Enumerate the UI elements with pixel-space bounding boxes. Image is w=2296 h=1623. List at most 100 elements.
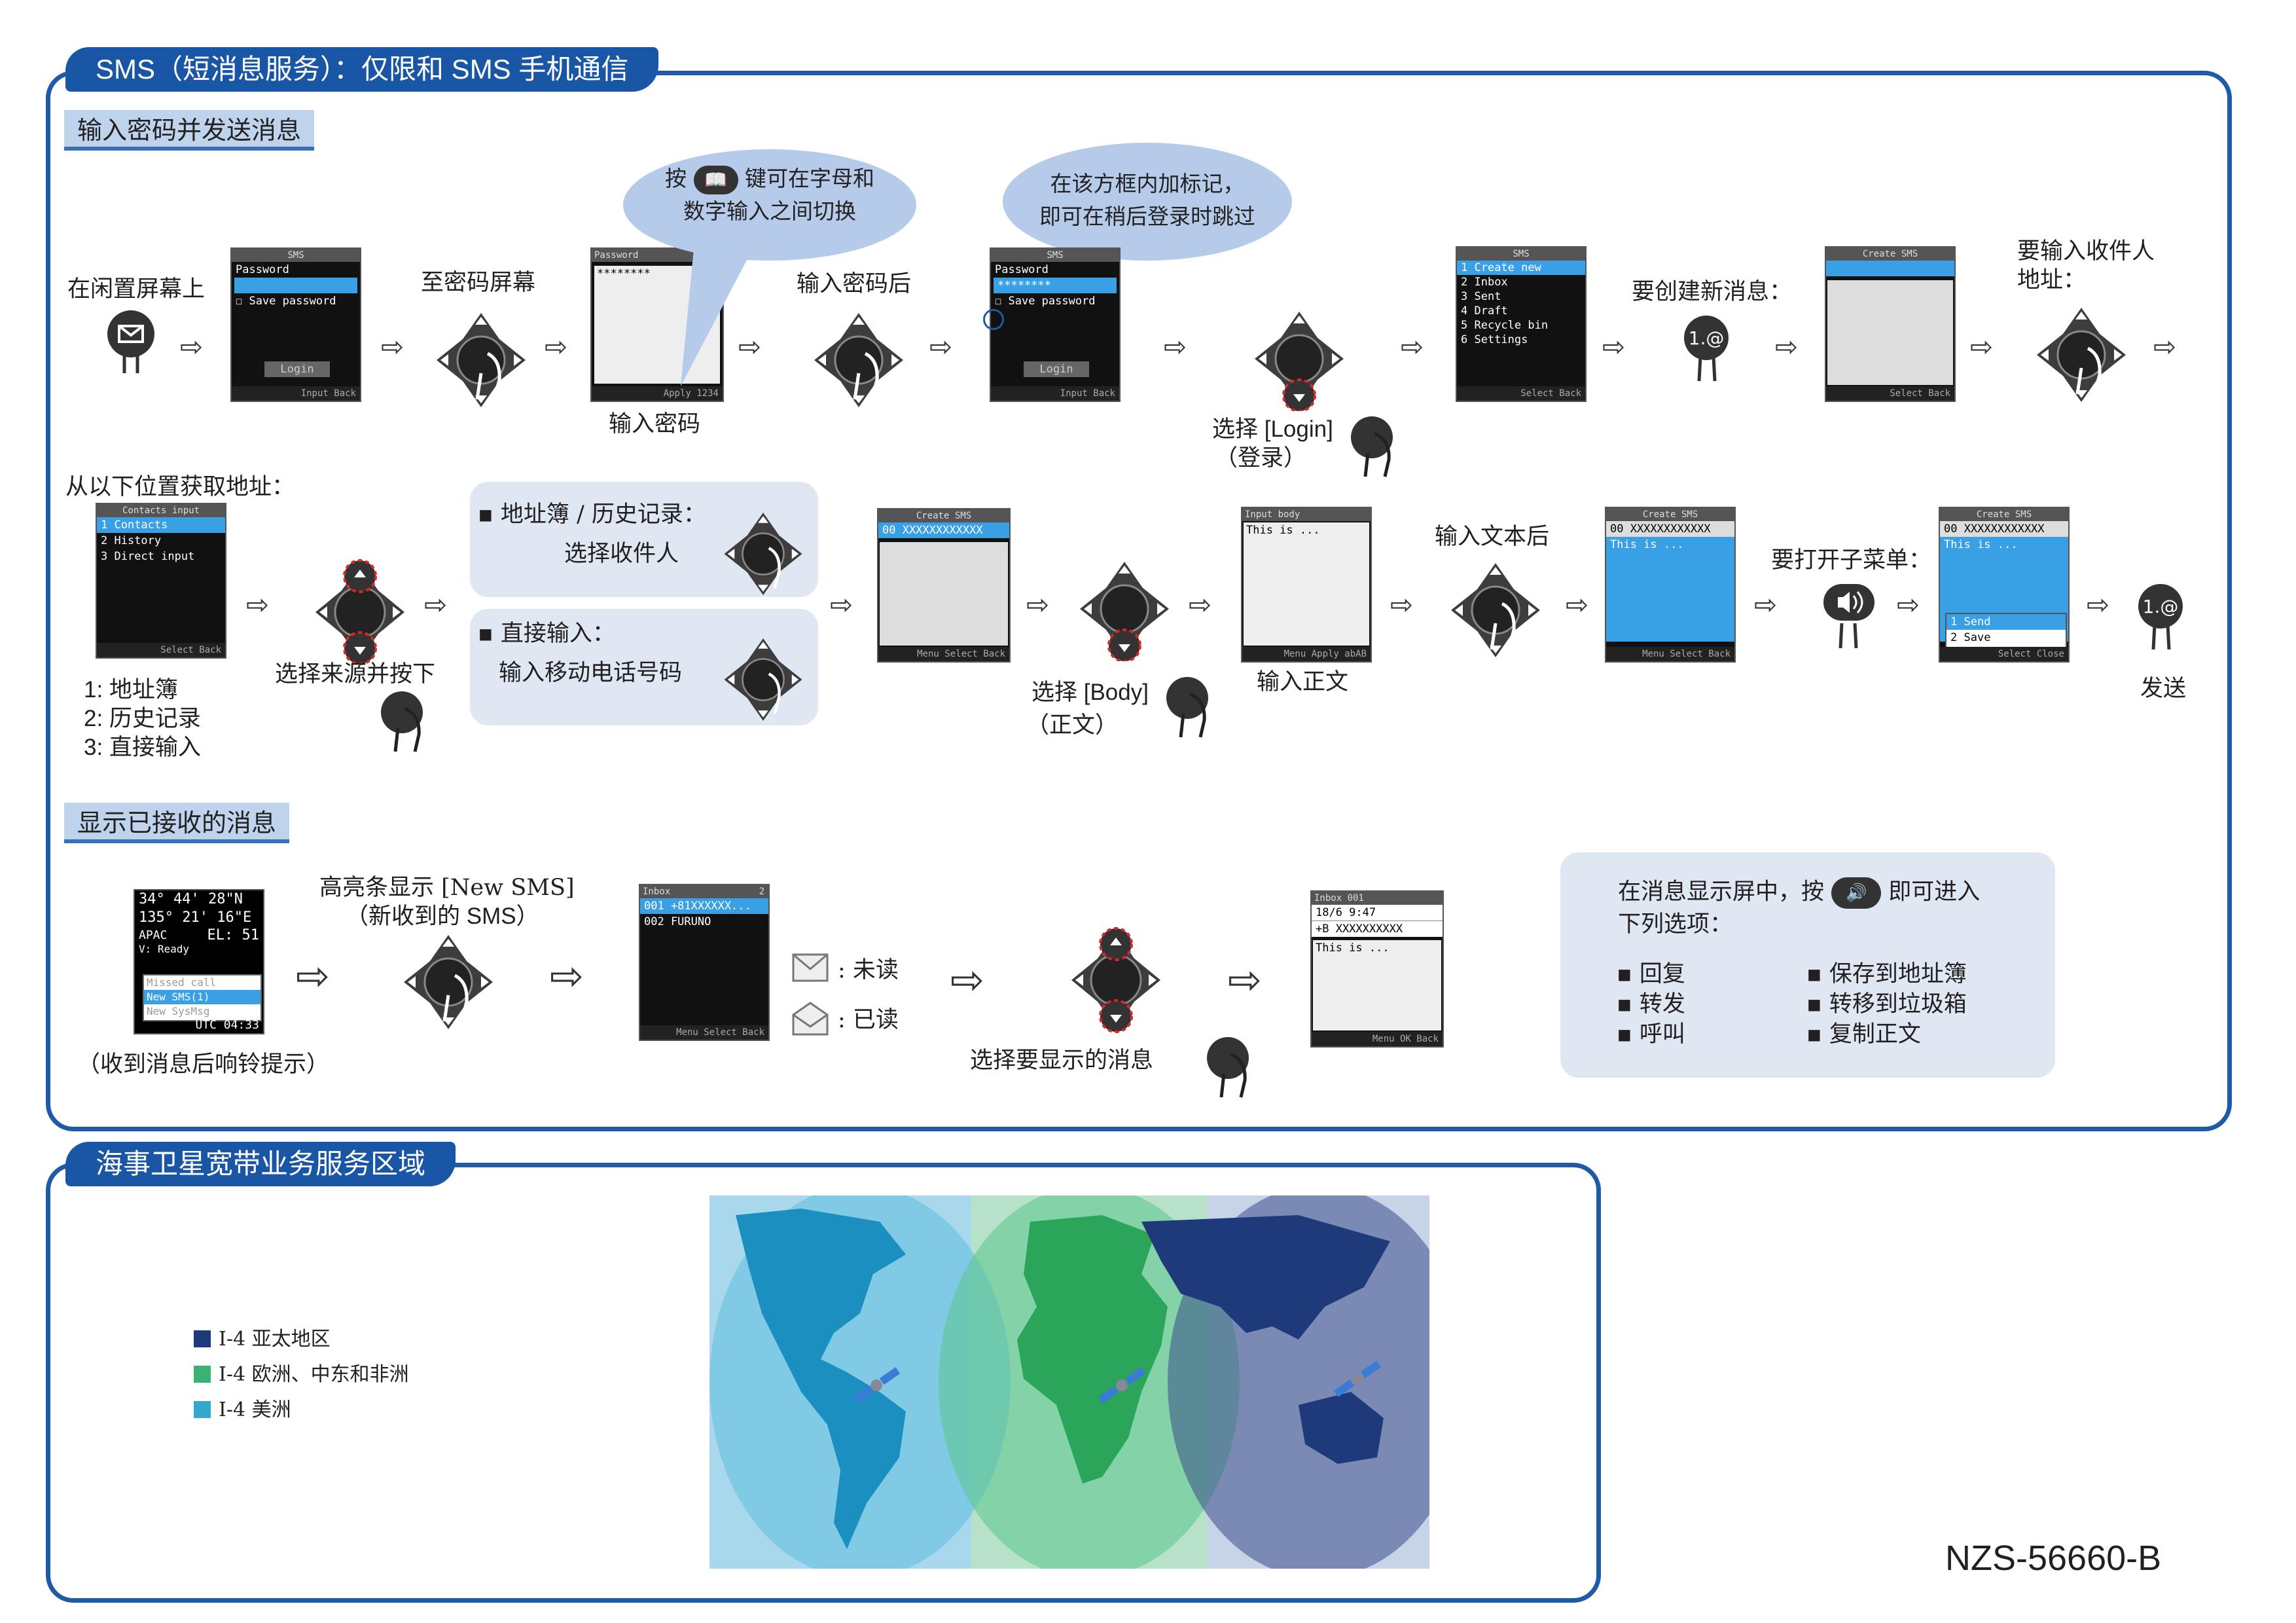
message-sender[interactable]: +B XXXXXXXXXX (1312, 921, 1443, 937)
region-row: APAC EL: 51 (135, 927, 263, 944)
notify-new-sysmsg[interactable]: New SysMsg (147, 1005, 210, 1017)
menu-item-label: Inbox (1474, 276, 1508, 289)
password-field[interactable]: ******** (994, 278, 1117, 293)
softkey-bar: Select Back (1826, 386, 1954, 401)
options-intro-text: 在消息显示屏中，按 (1618, 879, 1825, 905)
elevation: EL: 51 (207, 927, 259, 943)
screen-title: Password (592, 249, 723, 262)
menu-item-recycle-bin[interactable]: 5 Recycle bin (1461, 319, 1549, 332)
dpad-icon (437, 313, 526, 407)
softkey-bar: Menu Apply abAB (1242, 647, 1371, 661)
message-date: 18/6 9:47 (1312, 905, 1443, 921)
key-1-label: 1.@ (1689, 327, 1725, 349)
document-id: NZS-56660-B (1945, 1539, 2162, 1578)
latitude: 34° 44' 28"N (139, 891, 243, 907)
option-1: 1: 地址簿 (84, 677, 178, 702)
source-contacts[interactable]: 1 Contacts (97, 517, 225, 533)
recipient-row[interactable]: 00 XXXXXXXXXXXX (1606, 521, 1734, 537)
save-password-row[interactable]: ☐ Save password (236, 295, 336, 308)
legend-swatch-apac (194, 1330, 211, 1347)
label-after-text: 输入文本后 (1435, 524, 1550, 550)
tip-text: 数字输入之间切换 (683, 198, 856, 224)
region: APAC (139, 928, 168, 942)
menu-item-settings[interactable]: 6 Settings (1461, 333, 1528, 346)
legend-emea: I-4 欧洲、中东和非洲 (219, 1363, 409, 1386)
arrow: ⇨ (381, 331, 404, 363)
arrow: ⇨ (1164, 331, 1187, 363)
screen-title: Create SMS (1826, 247, 1954, 261)
menu-item-label: Recycle bin (1474, 319, 1549, 332)
screen-title: Inbox 001 (1312, 892, 1443, 905)
notify-missed-call[interactable]: Missed call (147, 976, 216, 989)
tip-text: 按 (665, 166, 687, 191)
tip-text: 在该方框内加标记， (1050, 171, 1245, 196)
arrow: ⇨ (180, 331, 204, 363)
recipient-row[interactable]: 00 XXXXXXXXXXXX (1940, 521, 2068, 537)
body-area[interactable] (1827, 280, 1953, 385)
book-key-icon: 📖 (693, 166, 738, 194)
dpad-icon (724, 638, 802, 721)
panel-direct-input-text: 输入移动电话号码 (499, 660, 683, 686)
menu-item-label: Sent (1474, 290, 1501, 303)
password-field[interactable] (234, 278, 357, 293)
arrow: ⇨ (424, 589, 448, 621)
option-move-trash: ▪ 转移到垃圾箱 (1806, 991, 1967, 1017)
screen-input-body: Input body This is ... Menu Apply abAB (1241, 507, 1372, 663)
source-history[interactable]: 2 History (101, 534, 162, 547)
menu-item-sent[interactable]: 3 Sent (1461, 290, 1501, 303)
softkey-bar: Menu Select Back (640, 1025, 768, 1040)
menu-item-inbox[interactable]: 2 Inbox (1461, 276, 1508, 289)
inbox-row-read[interactable]: 002 FURUNO (644, 915, 711, 928)
label-open-submenu: 要打开子菜单： (1771, 547, 1932, 574)
screen-sms-login: SMS Password ☐ Save password Login Input… (230, 247, 361, 402)
login-button[interactable]: Login (1024, 361, 1089, 377)
arrow: ⇨ (1775, 331, 1799, 363)
login-button[interactable]: Login (264, 361, 330, 377)
recipient-field[interactable] (1826, 261, 1954, 276)
save-password-row[interactable]: ☐ Save password (995, 295, 1096, 308)
body-row[interactable]: This is ... (1606, 537, 1734, 642)
menu-item-create-new[interactable]: 1 Create new (1457, 261, 1585, 275)
press-key-icon (1207, 1037, 1249, 1098)
notify-new-sms[interactable]: New SMS(1) (144, 990, 260, 1004)
submenu-send[interactable]: 1 Send (1946, 614, 2066, 630)
screen-title: Create SMS (878, 509, 1009, 522)
arrow: ⇨ (1754, 589, 1778, 621)
bubble-tail (681, 249, 753, 386)
password-value: ******** (597, 267, 651, 280)
label-to-password: 至密码屏幕 (421, 270, 536, 296)
source-direct-input[interactable]: 3 Direct input (101, 550, 195, 563)
panel-address-book-title: ▪ 地址簿 / 历史记录： (478, 501, 706, 528)
option-save-address: ▪ 保存到地址簿 (1806, 961, 1967, 987)
dpad-updown-icon (1071, 927, 1160, 1033)
save-password-label: Save password (1008, 295, 1096, 308)
press-key-icon (1351, 416, 1393, 477)
dpad-icon (2037, 308, 2126, 402)
arrow: ⇨ (1602, 331, 1626, 363)
body-area[interactable] (880, 542, 1008, 646)
legend-swatch-americas (194, 1401, 211, 1418)
label-select-login-cn: （登录） (1215, 445, 1307, 471)
screen-create-sms-empty: Create SMS Select Back (1825, 246, 1956, 402)
message-body: This is ... (1313, 940, 1441, 1030)
option-forward: ▪ 转发 (1617, 991, 1685, 1017)
recipient-row[interactable]: 00 XXXXXXXXXXXX (878, 522, 1009, 538)
satellite-americas-icon (852, 1367, 901, 1404)
label-highlight-new-sms: 高亮条显示 [New SMS] (319, 875, 575, 901)
source-label: Contacts (114, 519, 168, 532)
press-key-icon (1166, 677, 1208, 738)
inbox-row-unread[interactable]: 001 +81XXXXXX... (640, 898, 768, 914)
arrow: ⇨ (2153, 331, 2177, 363)
sms-section-frame (46, 71, 2232, 1131)
screen-title: Contacts input (97, 504, 225, 517)
key-1-icon: 1.@ (1684, 316, 1729, 382)
submenu-save[interactable]: 2 Save (1950, 631, 1991, 644)
menu-item-draft[interactable]: 4 Draft (1461, 304, 1508, 318)
arrow: ⇨ (296, 952, 330, 1000)
screen-title: Create SMS (1606, 508, 1734, 521)
label-send: 发送 (2140, 676, 2187, 702)
body-input[interactable]: This is ... (1244, 522, 1369, 646)
dpad-icon (1451, 563, 1540, 657)
label-select-body: 选择 [Body] (1031, 680, 1149, 705)
arrow: ⇨ (1566, 589, 1589, 621)
